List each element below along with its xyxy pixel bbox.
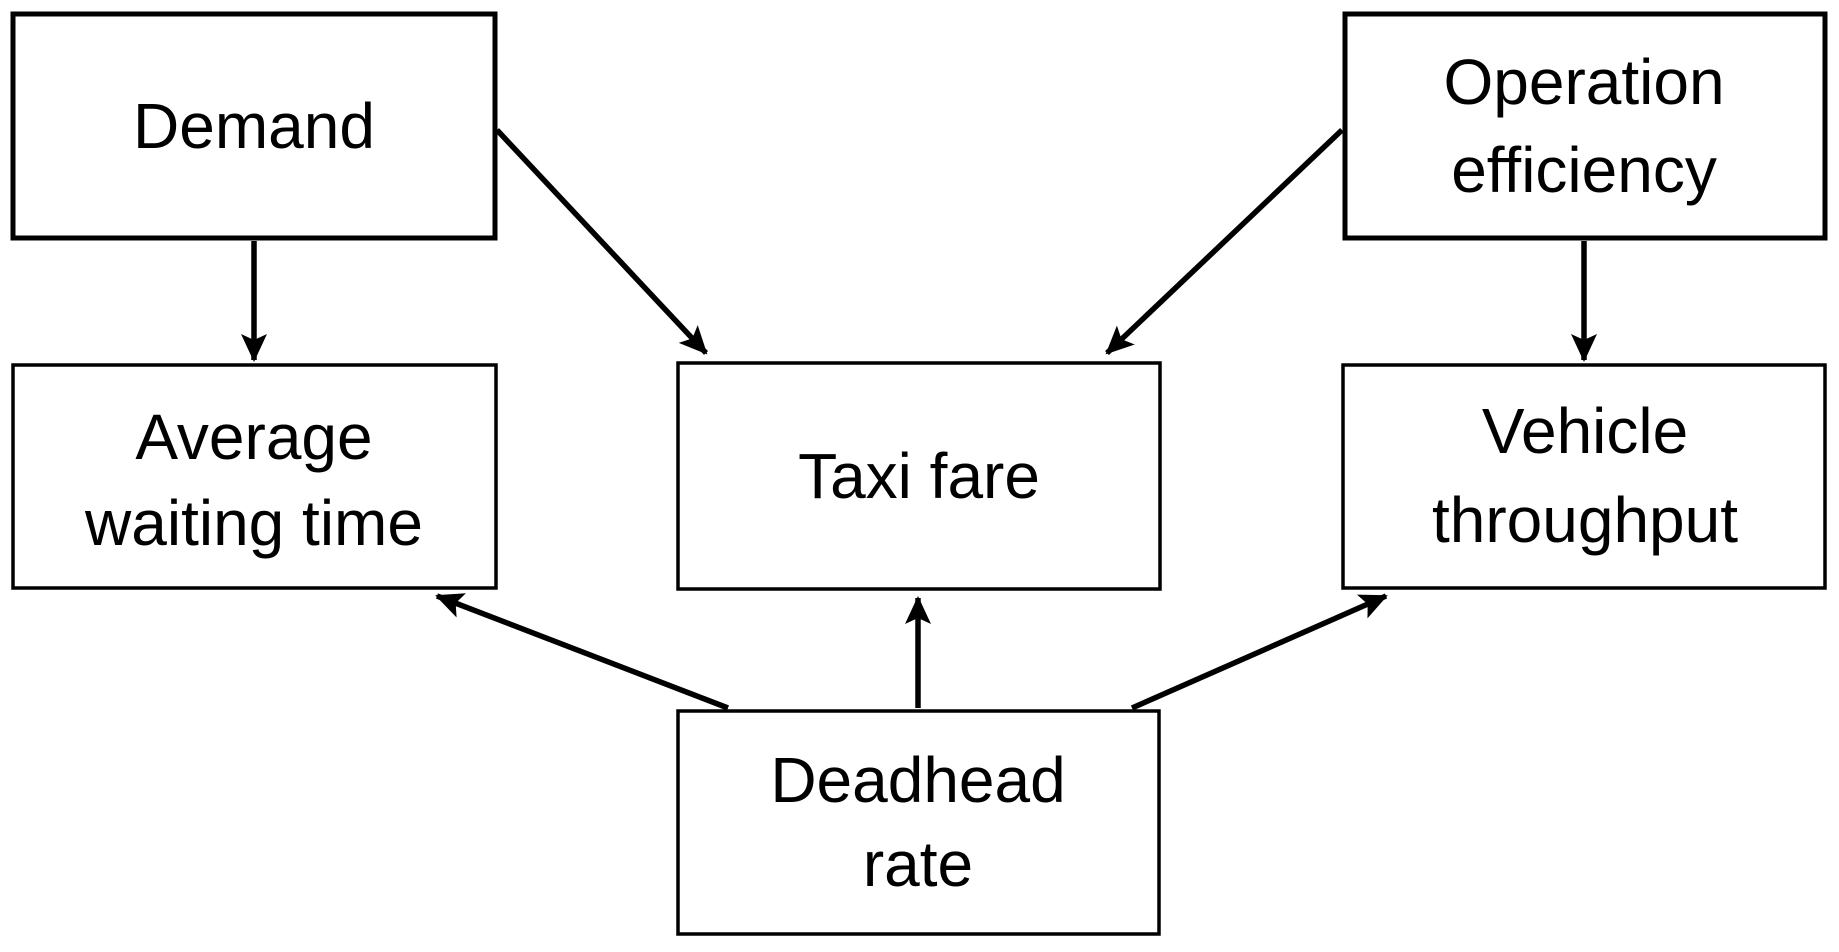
edge-demand-to-taxi-fare (494, 128, 709, 355)
node-demand: Demand (10, 11, 498, 241)
edge-deadhead-rate-to-vehicle-throughput (1130, 593, 1388, 711)
taxi-fare-box (676, 361, 1162, 591)
average-waiting-time-label-line1: Average (135, 401, 372, 473)
edge-operation-efficiency-to-taxi-fare (1105, 128, 1344, 355)
taxi-fare-label: Taxi fare (798, 440, 1040, 512)
node-average-waiting-time: Average waiting time (11, 363, 498, 590)
vehicle-throughput-box (1341, 363, 1827, 590)
average-waiting-time-label-line2: waiting time (84, 487, 423, 559)
demand-label: Demand (133, 90, 375, 162)
operation-efficiency-label-line2: efficiency (1451, 134, 1717, 206)
operation-efficiency-box (1342, 11, 1828, 241)
vehicle-throughput-label-line1: Vehicle (1482, 395, 1688, 467)
node-operation-efficiency: Operation efficiency (1342, 11, 1828, 241)
deadhead-rate-label-line1: Deadhead (770, 744, 1065, 816)
edge-deadhead-rate-to-average-waiting-time (435, 593, 729, 711)
node-taxi-fare: Taxi fare (676, 361, 1162, 591)
average-waiting-time-box (11, 363, 498, 590)
node-deadhead-rate: Deadhead rate (676, 709, 1161, 936)
node-vehicle-throughput: Vehicle throughput (1341, 363, 1827, 590)
vehicle-throughput-label-line2: throughput (1432, 484, 1738, 556)
deadhead-rate-label-line2: rate (863, 828, 973, 900)
operation-efficiency-label-line1: Operation (1443, 46, 1724, 118)
demand-box (10, 11, 498, 241)
edges-group (241, 128, 1597, 711)
deadhead-rate-box (676, 709, 1161, 936)
